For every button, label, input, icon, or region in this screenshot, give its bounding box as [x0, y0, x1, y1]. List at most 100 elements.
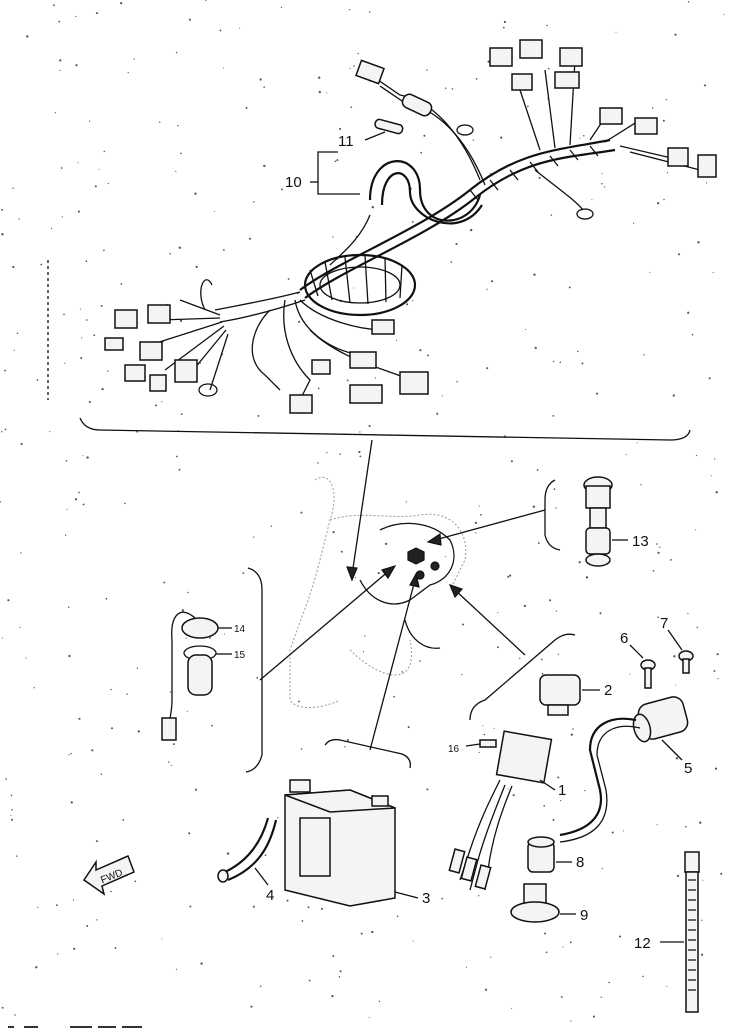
label-15: 15	[234, 650, 246, 661]
speckle-dot	[78, 717, 81, 720]
speckle-dot	[168, 761, 170, 763]
speckle-dot	[95, 840, 98, 843]
speckle-dot	[286, 899, 289, 902]
speckle-dot	[250, 1005, 253, 1008]
speckle-dot	[301, 920, 304, 922]
speckle-dot	[63, 313, 65, 316]
speckle-dot	[59, 69, 61, 72]
speckle-dot	[353, 65, 355, 67]
speckle-dot	[77, 210, 80, 213]
speckle-dot	[12, 187, 14, 189]
speckle-dot	[137, 730, 140, 733]
speckle-dot	[82, 455, 84, 457]
speckle-dot	[339, 970, 342, 973]
speckle-dot	[666, 985, 668, 987]
speckle-dot	[300, 748, 303, 750]
speckle-dot	[20, 443, 23, 446]
label-6: 6	[620, 630, 628, 647]
gauge-cap	[181, 617, 219, 639]
harness-coil-loop	[303, 253, 417, 317]
speckle-dot	[393, 695, 395, 698]
speckle-dot	[543, 805, 546, 807]
speckle-dot	[344, 746, 346, 748]
speckle-dot	[497, 612, 499, 614]
speckle-dot	[263, 86, 265, 88]
speckle-dot	[696, 626, 698, 629]
speckle-dot	[134, 880, 137, 883]
fuse-holder	[401, 93, 433, 117]
speckle-dot	[18, 218, 20, 220]
speckle-dot	[336, 159, 339, 162]
speckle-dot	[533, 273, 536, 276]
speckle-dot	[699, 821, 702, 824]
speckle-dot	[562, 946, 564, 948]
speckle-dot	[64, 362, 66, 364]
speckle-dot	[120, 283, 123, 285]
part-7-screw: 7	[660, 615, 694, 674]
speckle-dot	[1, 1006, 4, 1009]
frame-sketch	[289, 477, 467, 708]
speckle-dot	[16, 332, 19, 335]
speckle-dot	[110, 890, 112, 893]
speckle-dot	[326, 451, 328, 454]
speckle-dot	[1, 233, 4, 236]
speckle-dot	[59, 59, 62, 62]
speckle-dot	[541, 673, 544, 675]
speckle-dot	[579, 137, 581, 139]
speckle-dot	[211, 724, 213, 727]
speckle-dot	[426, 354, 429, 357]
speckle-dot	[169, 691, 172, 693]
speckle-dot	[331, 994, 334, 998]
speckle-dot	[384, 542, 388, 546]
speckle-dot	[37, 906, 39, 908]
speckle-dot	[666, 172, 669, 174]
speckle-dot	[475, 532, 477, 534]
speckle-dot	[371, 206, 374, 209]
speckle-dot	[426, 69, 428, 71]
speckle-dot	[74, 498, 78, 501]
speckle-dot	[64, 534, 67, 536]
speckle-dot	[441, 395, 443, 397]
label-13: 13	[632, 533, 649, 550]
speckle-dot	[478, 751, 480, 754]
speckle-dot	[652, 569, 655, 572]
wire-harness	[104, 39, 717, 414]
speckle-dot	[407, 726, 410, 729]
speckle-dot	[317, 462, 319, 464]
speckle-dot	[470, 228, 473, 232]
speckle-dot	[107, 370, 109, 372]
speckle-dot	[570, 733, 573, 736]
speckle-dot	[298, 320, 301, 323]
speckle-dot	[159, 121, 161, 123]
speckle-dot	[195, 265, 198, 269]
speckle-dot	[559, 361, 562, 363]
speckle-dot	[122, 819, 125, 821]
speckle-dot	[70, 752, 72, 755]
speckle-dot	[173, 743, 175, 746]
label-14: 14	[234, 624, 246, 635]
speckle-dot	[287, 278, 290, 280]
speckle-dot	[300, 511, 303, 514]
label-10: 10	[285, 174, 302, 191]
speckle-dot	[419, 660, 421, 662]
speckle-dot	[503, 20, 507, 24]
speckle-dot	[188, 18, 191, 21]
speckle-dot	[675, 757, 679, 760]
speckle-dot	[371, 930, 374, 934]
speckle-dot	[491, 280, 494, 283]
speckle-dot	[577, 350, 579, 353]
speckle-dot	[155, 404, 157, 407]
speckle-dot	[281, 188, 283, 191]
speckle-dot	[317, 387, 320, 390]
speckle-dot	[665, 98, 667, 101]
label-4: 4	[266, 887, 274, 904]
speckle-dot	[444, 87, 447, 89]
speckle-dot	[368, 424, 371, 428]
speckle-dot	[68, 754, 70, 756]
speckle-dot	[35, 966, 38, 969]
speckle-dot	[136, 667, 139, 669]
speckle-dot	[685, 825, 687, 828]
speckle-dot	[601, 182, 603, 185]
speckle-dot	[161, 401, 163, 403]
speckle-dot	[259, 985, 262, 988]
